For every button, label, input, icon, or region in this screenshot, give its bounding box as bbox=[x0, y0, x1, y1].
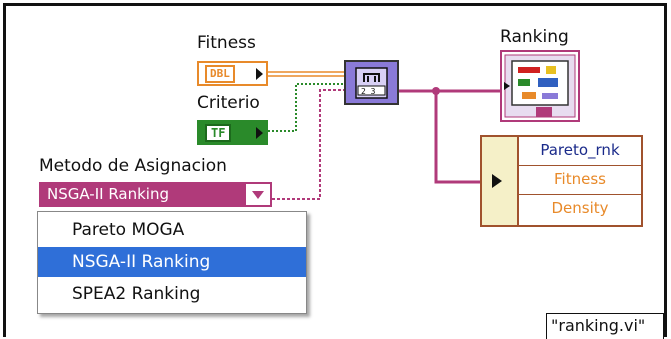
menu-item-pareto-moga[interactable]: Pareto MOGA bbox=[72, 220, 185, 240]
ranking-label: Ranking bbox=[500, 27, 569, 47]
metodo-wire bbox=[272, 89, 345, 200]
bundle-by-name-icon[interactable]: 2 3 bbox=[344, 60, 399, 105]
cluster-field-fitness: Fitness bbox=[517, 166, 641, 195]
cluster-input-arrow-icon bbox=[492, 174, 502, 188]
combo-dropdown-button[interactable] bbox=[246, 184, 270, 205]
fitness-label: Fitness bbox=[197, 33, 256, 53]
cluster-field-density: Density bbox=[517, 195, 641, 225]
dbl-type-indicator: DBL bbox=[205, 64, 235, 83]
wire-junction bbox=[432, 87, 440, 95]
ranking-subvi-icon[interactable] bbox=[500, 50, 580, 122]
criterio-label: Criterio bbox=[197, 93, 260, 113]
svg-text:2 3: 2 3 bbox=[361, 87, 376, 96]
criterio-terminal[interactable]: TF bbox=[197, 120, 268, 145]
tf-type-indicator: TF bbox=[205, 123, 232, 142]
metodo-enum-combo[interactable]: NSGA-II Ranking bbox=[39, 182, 272, 207]
chevron-down-icon bbox=[252, 190, 264, 199]
terminal-arrow-icon bbox=[256, 67, 263, 80]
menu-item-spea2-ranking[interactable]: SPEA2 Ranking bbox=[72, 284, 201, 304]
metodo-selected-value[interactable]: NSGA-II Ranking bbox=[41, 184, 246, 205]
metodo-label: Metodo de Asignacion bbox=[39, 156, 227, 176]
terminal-arrow-icon bbox=[256, 126, 263, 139]
output-branch-wire bbox=[434, 91, 486, 184]
ranking-output-cluster[interactable]: Pareto_rnk Fitness Density bbox=[480, 135, 643, 227]
fitness-terminal[interactable]: DBL bbox=[197, 61, 268, 86]
cluster-field-pareto-rnk: Pareto_rnk bbox=[517, 137, 641, 166]
fitness-wire bbox=[268, 71, 345, 77]
vi-name-label: "ranking.vi" bbox=[546, 313, 664, 339]
metodo-dropdown-menu: Pareto MOGA NSGA-II Ranking SPEA2 Rankin… bbox=[37, 211, 307, 314]
menu-item-nsga-ii-ranking[interactable]: NSGA-II Ranking bbox=[38, 247, 306, 277]
criterio-wire bbox=[268, 83, 345, 132]
